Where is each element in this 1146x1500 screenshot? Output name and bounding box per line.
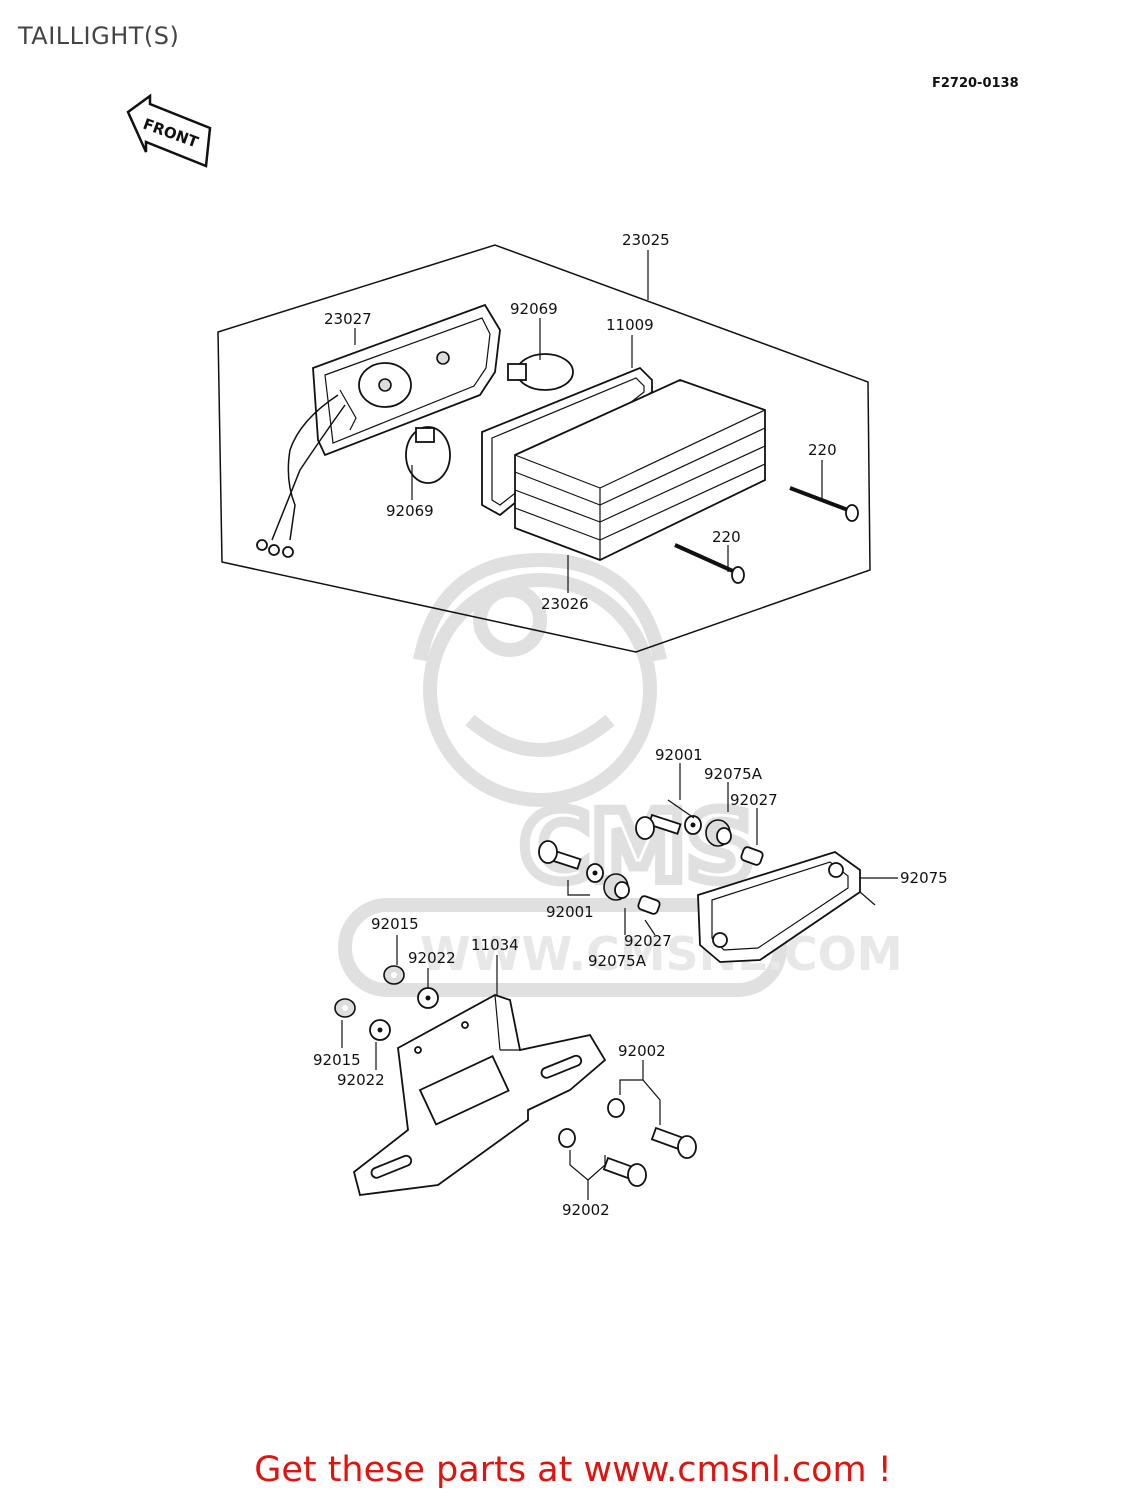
callout-23027: 23027	[324, 310, 372, 328]
screw-part	[789, 486, 859, 522]
callout-92027: 92027	[624, 932, 672, 950]
washer-part	[369, 1019, 391, 1041]
callout-220: 220	[808, 441, 837, 459]
front-direction-arrow-icon: FRONT	[126, 93, 212, 168]
callout-92022: 92022	[337, 1071, 385, 1089]
bolt-part	[538, 840, 582, 870]
license-light-plate-part	[697, 851, 898, 963]
callout-92069: 92069	[510, 300, 558, 318]
washer-part	[417, 987, 439, 1009]
taillight-base-part	[256, 303, 501, 558]
cms-watermark: CMS WWW.CMSNL.COM	[338, 552, 903, 997]
collar-part	[740, 846, 764, 866]
bolt-part	[650, 1126, 697, 1159]
washer-part	[684, 815, 702, 835]
callout-92002: 92002	[618, 1042, 666, 1060]
bolt-part	[635, 813, 682, 840]
washer-part	[558, 1128, 576, 1148]
callout-92069: 92069	[386, 502, 434, 520]
watermark-url: WWW.CMSNL.COM	[420, 927, 903, 981]
bolt-part	[602, 1156, 647, 1187]
collar-part	[637, 895, 661, 915]
callout-92001: 92001	[655, 746, 703, 764]
grommet-part	[603, 873, 630, 901]
callout-23026: 23026	[541, 595, 589, 613]
callout-92027: 92027	[730, 791, 778, 809]
callout-92075A: 92075A	[588, 952, 647, 970]
callout-92002: 92002	[562, 1201, 610, 1219]
callout-92075: 92075	[900, 869, 948, 887]
taillight-assembly-outline	[217, 244, 871, 653]
callout-92015: 92015	[371, 915, 419, 933]
parts-shop-link[interactable]: Get these parts at www.cmsnl.com !	[254, 1450, 892, 1490]
figure-code: F2720-0138	[932, 76, 1019, 91]
page-title: TAILLIGHT(S)	[18, 22, 180, 50]
callout-92001: 92001	[546, 903, 594, 921]
callout-92022: 92022	[408, 949, 456, 967]
washer-part	[586, 863, 604, 883]
grommet-part	[705, 819, 732, 847]
washer-part	[607, 1098, 625, 1118]
callout-92015: 92015	[313, 1051, 361, 1069]
bulb-part	[405, 426, 451, 484]
tail-lens-part	[514, 379, 766, 561]
part-callouts: 23025 23027 92069 11009 92069 220 220 23…	[313, 231, 948, 1219]
callout-23025: 23025	[622, 231, 670, 249]
bulb-part	[507, 353, 574, 391]
callout-11034: 11034	[471, 936, 519, 954]
callout-220: 220	[712, 528, 741, 546]
license-bracket-part	[352, 994, 607, 1196]
screw-part	[674, 543, 745, 584]
callout-92075A: 92075A	[704, 765, 763, 783]
nut-part	[334, 998, 356, 1018]
callout-11009: 11009	[606, 316, 654, 334]
nut-part	[383, 965, 405, 985]
